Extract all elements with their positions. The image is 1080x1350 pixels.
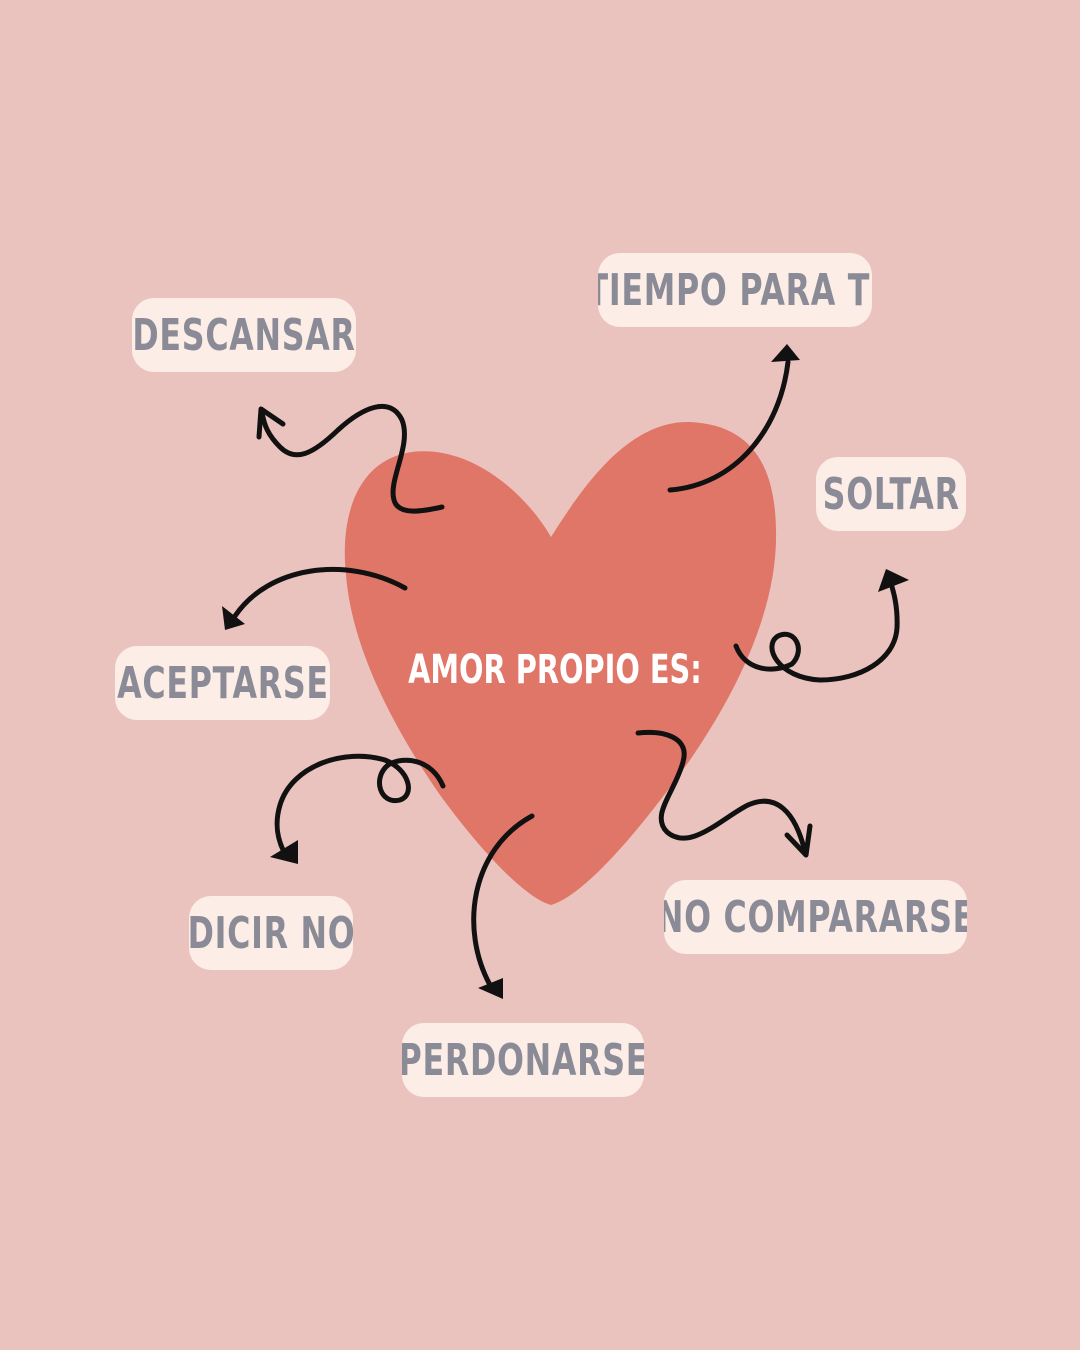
label-aceptarse: ACEPTARSE <box>115 646 330 720</box>
label-descansar-text: DESCANSAR <box>132 309 356 361</box>
center-title: AMOR PROPIO ES: <box>405 645 705 695</box>
arrow-perdonarse <box>471 813 535 999</box>
label-dicir-no-text: DICIR NO <box>189 907 353 959</box>
heart-shape <box>344 421 777 905</box>
label-soltar: SOLTAR <box>816 457 966 531</box>
arrow-aceptarse <box>222 566 408 630</box>
arrow-dicir-no <box>270 753 446 864</box>
arrow-tiempo-para-ti <box>667 344 800 493</box>
label-aceptarse-text: ACEPTARSE <box>116 657 329 709</box>
label-soltar-text: SOLTAR <box>822 468 960 520</box>
label-no-compararse: NO COMPARARSE <box>664 880 967 954</box>
label-tiempo-para-ti-text: TIEMPO PARA TI <box>598 264 872 316</box>
arrow-descansar <box>256 403 445 514</box>
label-dicir-no: DICIR NO <box>189 896 353 970</box>
arrow-no-compararse <box>635 729 813 858</box>
label-tiempo-para-ti: TIEMPO PARA TI <box>598 253 872 327</box>
arrow-soltar <box>733 569 909 683</box>
label-perdonarse: PERDONARSE <box>402 1023 644 1097</box>
label-perdonarse-text: PERDONARSE <box>402 1034 644 1086</box>
label-no-compararse-text: NO COMPARARSE <box>664 891 967 943</box>
center-title-text: AMOR PROPIO ES: <box>408 647 702 693</box>
label-descansar: DESCANSAR <box>132 298 356 372</box>
